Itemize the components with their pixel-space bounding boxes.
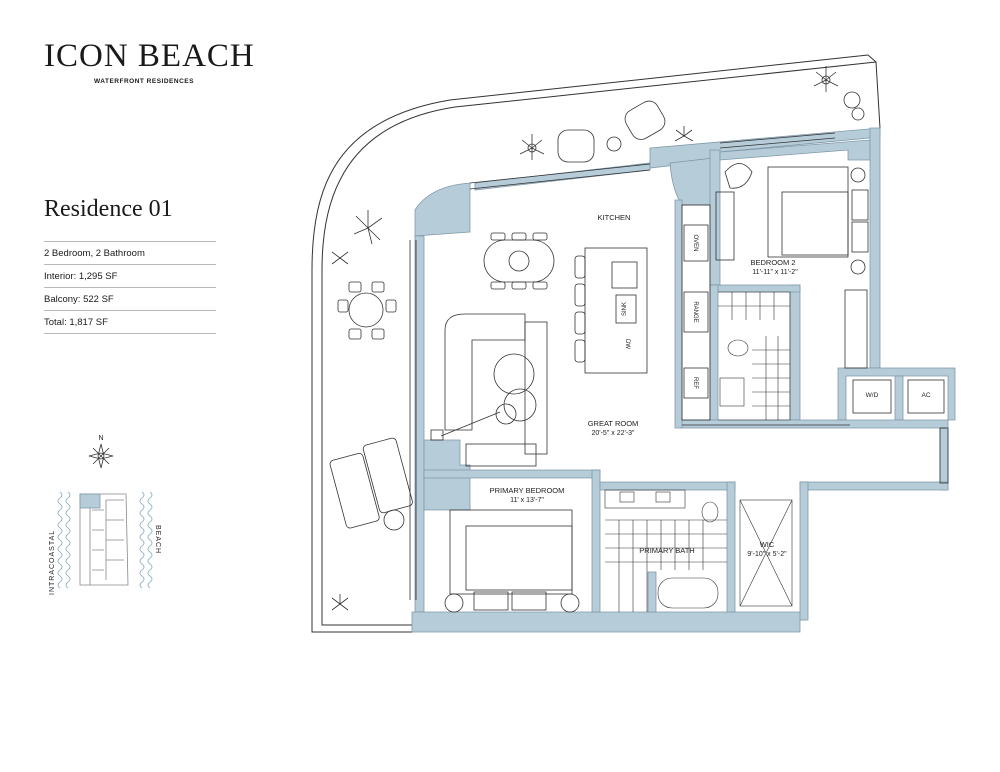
living-furniture <box>430 232 555 467</box>
shrub-icon <box>843 91 865 121</box>
windows <box>409 132 949 600</box>
palm-icon <box>813 66 839 92</box>
primary-bedroom-label: PRIMARY BEDROOM <box>490 486 565 495</box>
sink-label: SINK <box>622 302 628 316</box>
kitchen-label: KITCHEN <box>598 213 631 222</box>
room-labels: KITCHEN BEDROOM 2 11'-11" x 11'-2" GREAT… <box>490 213 799 558</box>
building-footprint <box>79 493 129 586</box>
north-label: N <box>98 435 103 442</box>
kitchen-counters <box>574 204 711 421</box>
primary-bed <box>449 509 573 595</box>
palm-icon <box>331 594 349 611</box>
washer-dryer <box>852 379 892 414</box>
lounge-chair-2 <box>362 437 413 514</box>
ref-label: REF <box>692 377 698 389</box>
range-label: RANGE <box>692 301 698 322</box>
primary-bedroom-dims: 11' x 13'-7" <box>510 497 544 504</box>
wd-label: W/D <box>866 392 879 399</box>
bedroom2-dims: 11'-11" x 11'-2" <box>752 269 798 276</box>
bathtub <box>657 577 719 609</box>
appliance-labels: OVEN RANGE REF SINK DW W/D AC <box>622 234 931 399</box>
range <box>683 291 709 333</box>
spec-total: Total: 1,817 SF <box>44 311 216 334</box>
refrigerator <box>683 367 709 399</box>
great-room-dims: 20'-5" x 22'-3" <box>591 430 635 437</box>
oven-label: OVEN <box>692 234 698 251</box>
oven <box>683 224 709 262</box>
wave-pattern-right <box>139 491 153 589</box>
primary-bedroom-furniture <box>444 509 580 613</box>
bedroom2-label: BEDROOM 2 <box>750 258 795 267</box>
primary-bath-fixtures <box>604 489 793 612</box>
brand-subtitle: WATERFRONT RESIDENCES <box>94 78 194 85</box>
bed-2 <box>767 166 849 258</box>
brand-logo: ICON BEACH WATERFRONT RESIDENCES <box>44 38 255 85</box>
ac-unit <box>907 379 945 414</box>
balcony-outline <box>311 54 881 633</box>
utility-closets <box>852 379 945 414</box>
beach-label: BEACH <box>154 525 161 554</box>
lounge-chair-1 <box>329 452 380 529</box>
wave-pattern-left <box>57 491 71 589</box>
bath2 <box>718 291 791 421</box>
sectional-sofa <box>444 313 526 431</box>
bedroom2-furniture <box>715 163 869 369</box>
primary-bath-label: PRIMARY BATH <box>639 546 694 555</box>
walls <box>411 127 956 633</box>
unit-highlight <box>79 493 101 509</box>
compass-icon <box>88 443 114 469</box>
palm-icon <box>331 251 349 265</box>
spec-bedrooms: 2 Bedroom, 2 Bathroom <box>44 242 216 265</box>
great-room-label: GREAT ROOM <box>588 419 639 428</box>
spec-list: 2 Bedroom, 2 Bathroom Interior: 1,295 SF… <box>44 241 216 334</box>
spec-interior: Interior: 1,295 SF <box>44 265 216 288</box>
palm-icon <box>353 210 383 245</box>
ac-label: AC <box>921 392 930 399</box>
palm-icon <box>519 134 545 160</box>
residence-title: Residence 01 <box>44 196 173 222</box>
brand-name: ICON BEACH <box>44 38 255 74</box>
balcony-furniture <box>329 100 666 531</box>
key-plan: N INTRACOASTAL BEACH <box>49 435 161 595</box>
wic-label: WIC <box>760 540 775 549</box>
palm-icon <box>674 126 694 142</box>
dining-table <box>483 239 555 283</box>
intracoastal-label: INTRACOASTAL <box>49 530 56 595</box>
wic-dims: 9'-10" x 5'-2" <box>747 551 787 558</box>
spec-balcony: Balcony: 522 SF <box>44 288 216 311</box>
dw-label: DW <box>624 339 630 349</box>
plant-icons <box>331 66 865 611</box>
